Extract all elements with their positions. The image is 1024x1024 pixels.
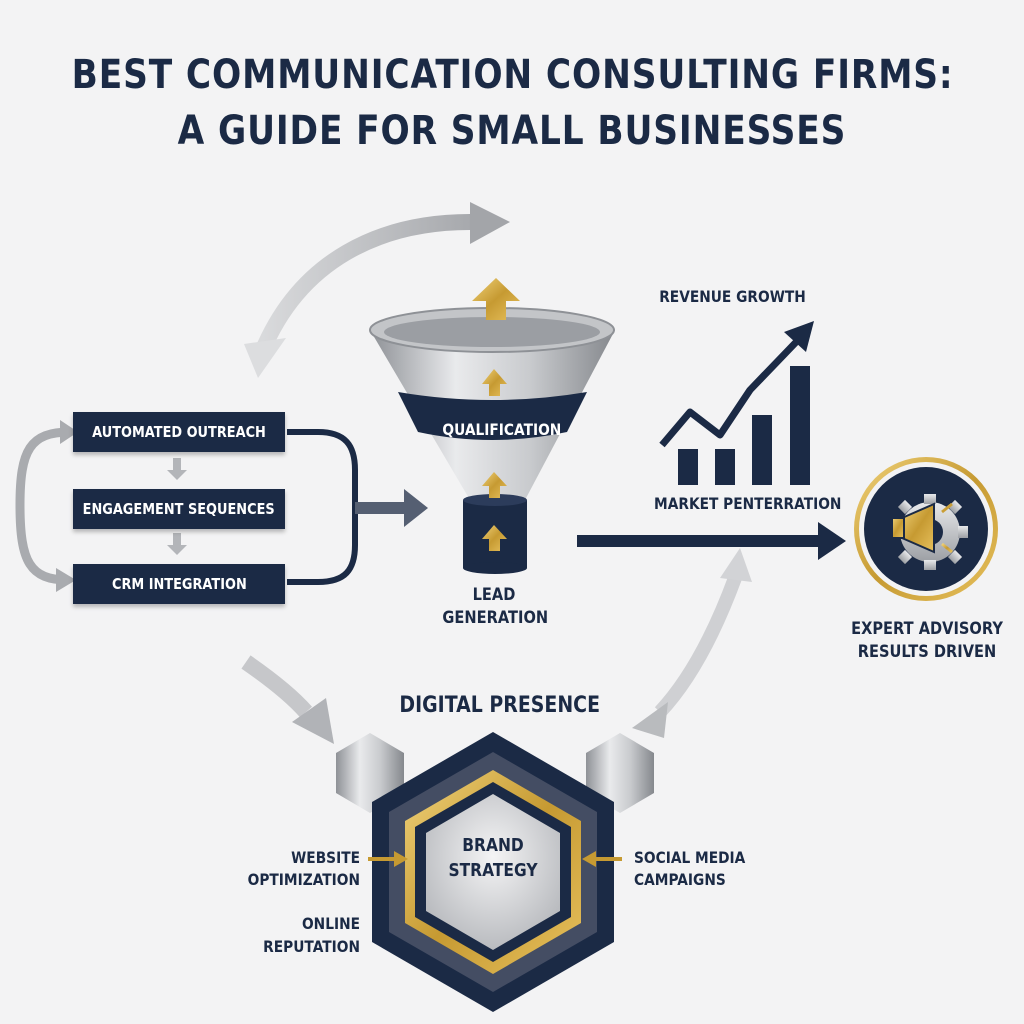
step-label: CRM INTEGRATION	[111, 575, 247, 593]
lead-generation-label-2: GENERATION	[442, 608, 549, 628]
left-loop-arrow	[15, 427, 71, 585]
step-automated-outreach: AUTOMATED OUTREACH	[73, 412, 285, 452]
main-flow-arrow	[577, 535, 821, 547]
online-reputation-line-1: ONLINE	[301, 914, 360, 933]
left-loop-arrow-head-bottom	[56, 568, 76, 592]
social-media-campaigns-line-1: SOCIAL MEDIA	[634, 848, 746, 867]
right-pointer-arrow	[582, 851, 596, 867]
up-right-arrow	[654, 575, 742, 717]
step-crm-integration: CRM INTEGRATION	[73, 564, 285, 604]
bar-chart-icon	[678, 366, 810, 485]
website-optimization-line-2: OPTIMIZATION	[247, 870, 360, 889]
small-hex-left	[336, 733, 404, 813]
page-title-line-1: BEST COMMUNICATION CONSULTING FIRMS:	[71, 52, 954, 98]
brand-strategy-line-1: BRAND	[462, 835, 524, 856]
expert-advisory-label: EXPERT ADVISORY	[851, 619, 1003, 639]
brand-strategy-line-2: STRATEGY	[448, 860, 538, 881]
left-loop-arrow-head-top	[60, 420, 78, 444]
megaphone-icon	[891, 502, 956, 554]
digital-presence-heading: DIGITAL PRESENCE	[399, 693, 600, 718]
bracket-connector	[287, 429, 358, 585]
small-hex-right	[586, 733, 654, 813]
revenue-growth-label: REVENUE GROWTH	[659, 287, 806, 306]
step-engagement-sequences: ENGAGEMENT SEQUENCES	[73, 489, 285, 529]
hex-center	[426, 794, 560, 950]
results-driven-label: RESULTS DRIVEN	[857, 642, 997, 662]
down-arrow-icons	[167, 458, 187, 555]
social-media-campaigns-line-2: CAMPAIGNS	[634, 870, 726, 889]
to-funnel-arrow-head	[404, 489, 428, 527]
online-reputation-line-2: REPUTATION	[263, 937, 360, 956]
step-label: AUTOMATED OUTREACH	[92, 423, 266, 441]
loop-arrow-top-head-right	[470, 202, 510, 244]
step-label: ENGAGEMENT SEQUENCES	[82, 500, 276, 518]
down-left-arrow	[241, 655, 313, 718]
loop-arrow-top	[254, 214, 478, 360]
funnel-icon	[369, 307, 615, 574]
page-title-line-2: A GUIDE FOR SMALL BUSINESSES	[177, 108, 847, 154]
loop-arrow-top-head-left	[244, 338, 286, 378]
market-penetration-label: MARKET PENTERRATION	[654, 494, 842, 513]
funnel-up-arrows	[472, 278, 520, 551]
website-optimization-line-1: WEBSITE	[291, 848, 360, 867]
advisory-badge	[854, 457, 998, 601]
lead-generation-label-1: LEAD	[472, 585, 516, 605]
funnel-qualification-label: QUALIFICATION	[442, 420, 562, 439]
trend-arrow	[659, 335, 803, 448]
left-pointer-arrow	[394, 851, 408, 867]
